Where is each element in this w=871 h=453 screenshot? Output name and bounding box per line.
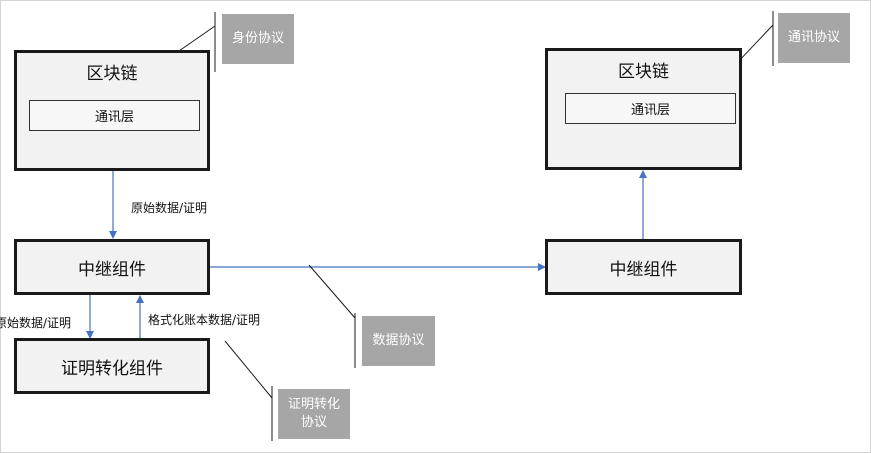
callout-communication-protocol: 通讯协议 <box>778 13 850 63</box>
blockchain-node-right: 区块链 通讯层 <box>545 48 742 170</box>
callout-proof-transform-line2: 协议 <box>300 415 327 430</box>
leader-proof-transform <box>224 340 273 399</box>
callout-proof-transform-line1: 证明转化 <box>287 397 340 412</box>
edge-label-proof-to-relay: 格式化账本数据/证明 <box>148 313 261 327</box>
blockchain-title-left: 区块链 <box>86 64 138 84</box>
blockchain-node-left: 区块链 通讯层 <box>14 50 210 171</box>
relay-node-right: 中继组件 <box>545 239 742 295</box>
edge-label-relay-to-proof: 原始数据/证明 <box>0 316 72 330</box>
callout-data-protocol: 数据协议 <box>362 316 435 366</box>
communication-layer-left: 通讯层 <box>29 100 200 131</box>
edge-label-blockchain-to-relay: 原始数据/证明 <box>131 201 208 215</box>
relay-node-left: 中继组件 <box>14 239 210 295</box>
communication-layer-right: 通讯层 <box>565 93 736 124</box>
callout-proof-transform-protocol: 证明转化 协议 <box>278 389 350 439</box>
blockchain-title-right: 区块链 <box>618 62 669 82</box>
leader-data <box>308 264 356 319</box>
callout-identity-protocol: 身份协议 <box>222 14 294 64</box>
proof-transform-node: 证明转化组件 <box>14 338 210 394</box>
